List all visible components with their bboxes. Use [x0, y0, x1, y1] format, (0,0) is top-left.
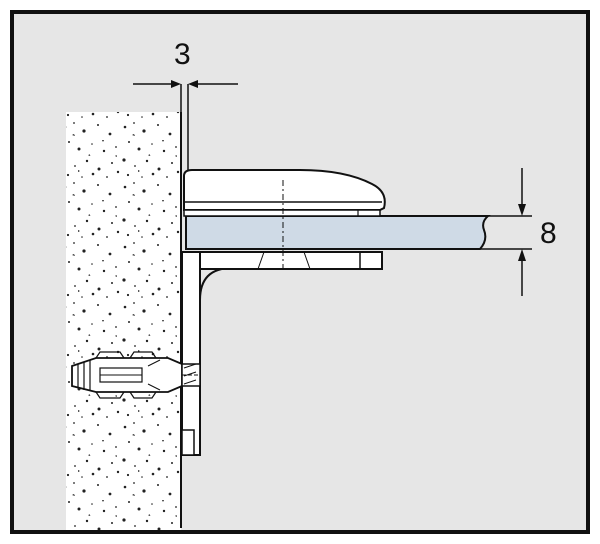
- gap-dimension-label: 3: [174, 38, 191, 71]
- upper-clamp-cap: [183, 169, 386, 217]
- fixing-screw: [181, 363, 201, 387]
- wall-anchor: [71, 351, 183, 399]
- bracket-wall-plate: [181, 251, 201, 456]
- glass-shelf: [185, 215, 491, 250]
- concrete-wall: [66, 112, 181, 530]
- thickness-dimension-label: 8: [540, 217, 557, 250]
- gap-dimension: 3: [133, 38, 238, 88]
- thickness-dimension: 8: [470, 168, 557, 296]
- lower-clamp-pad: [199, 251, 383, 270]
- screw-countersink: [257, 251, 311, 270]
